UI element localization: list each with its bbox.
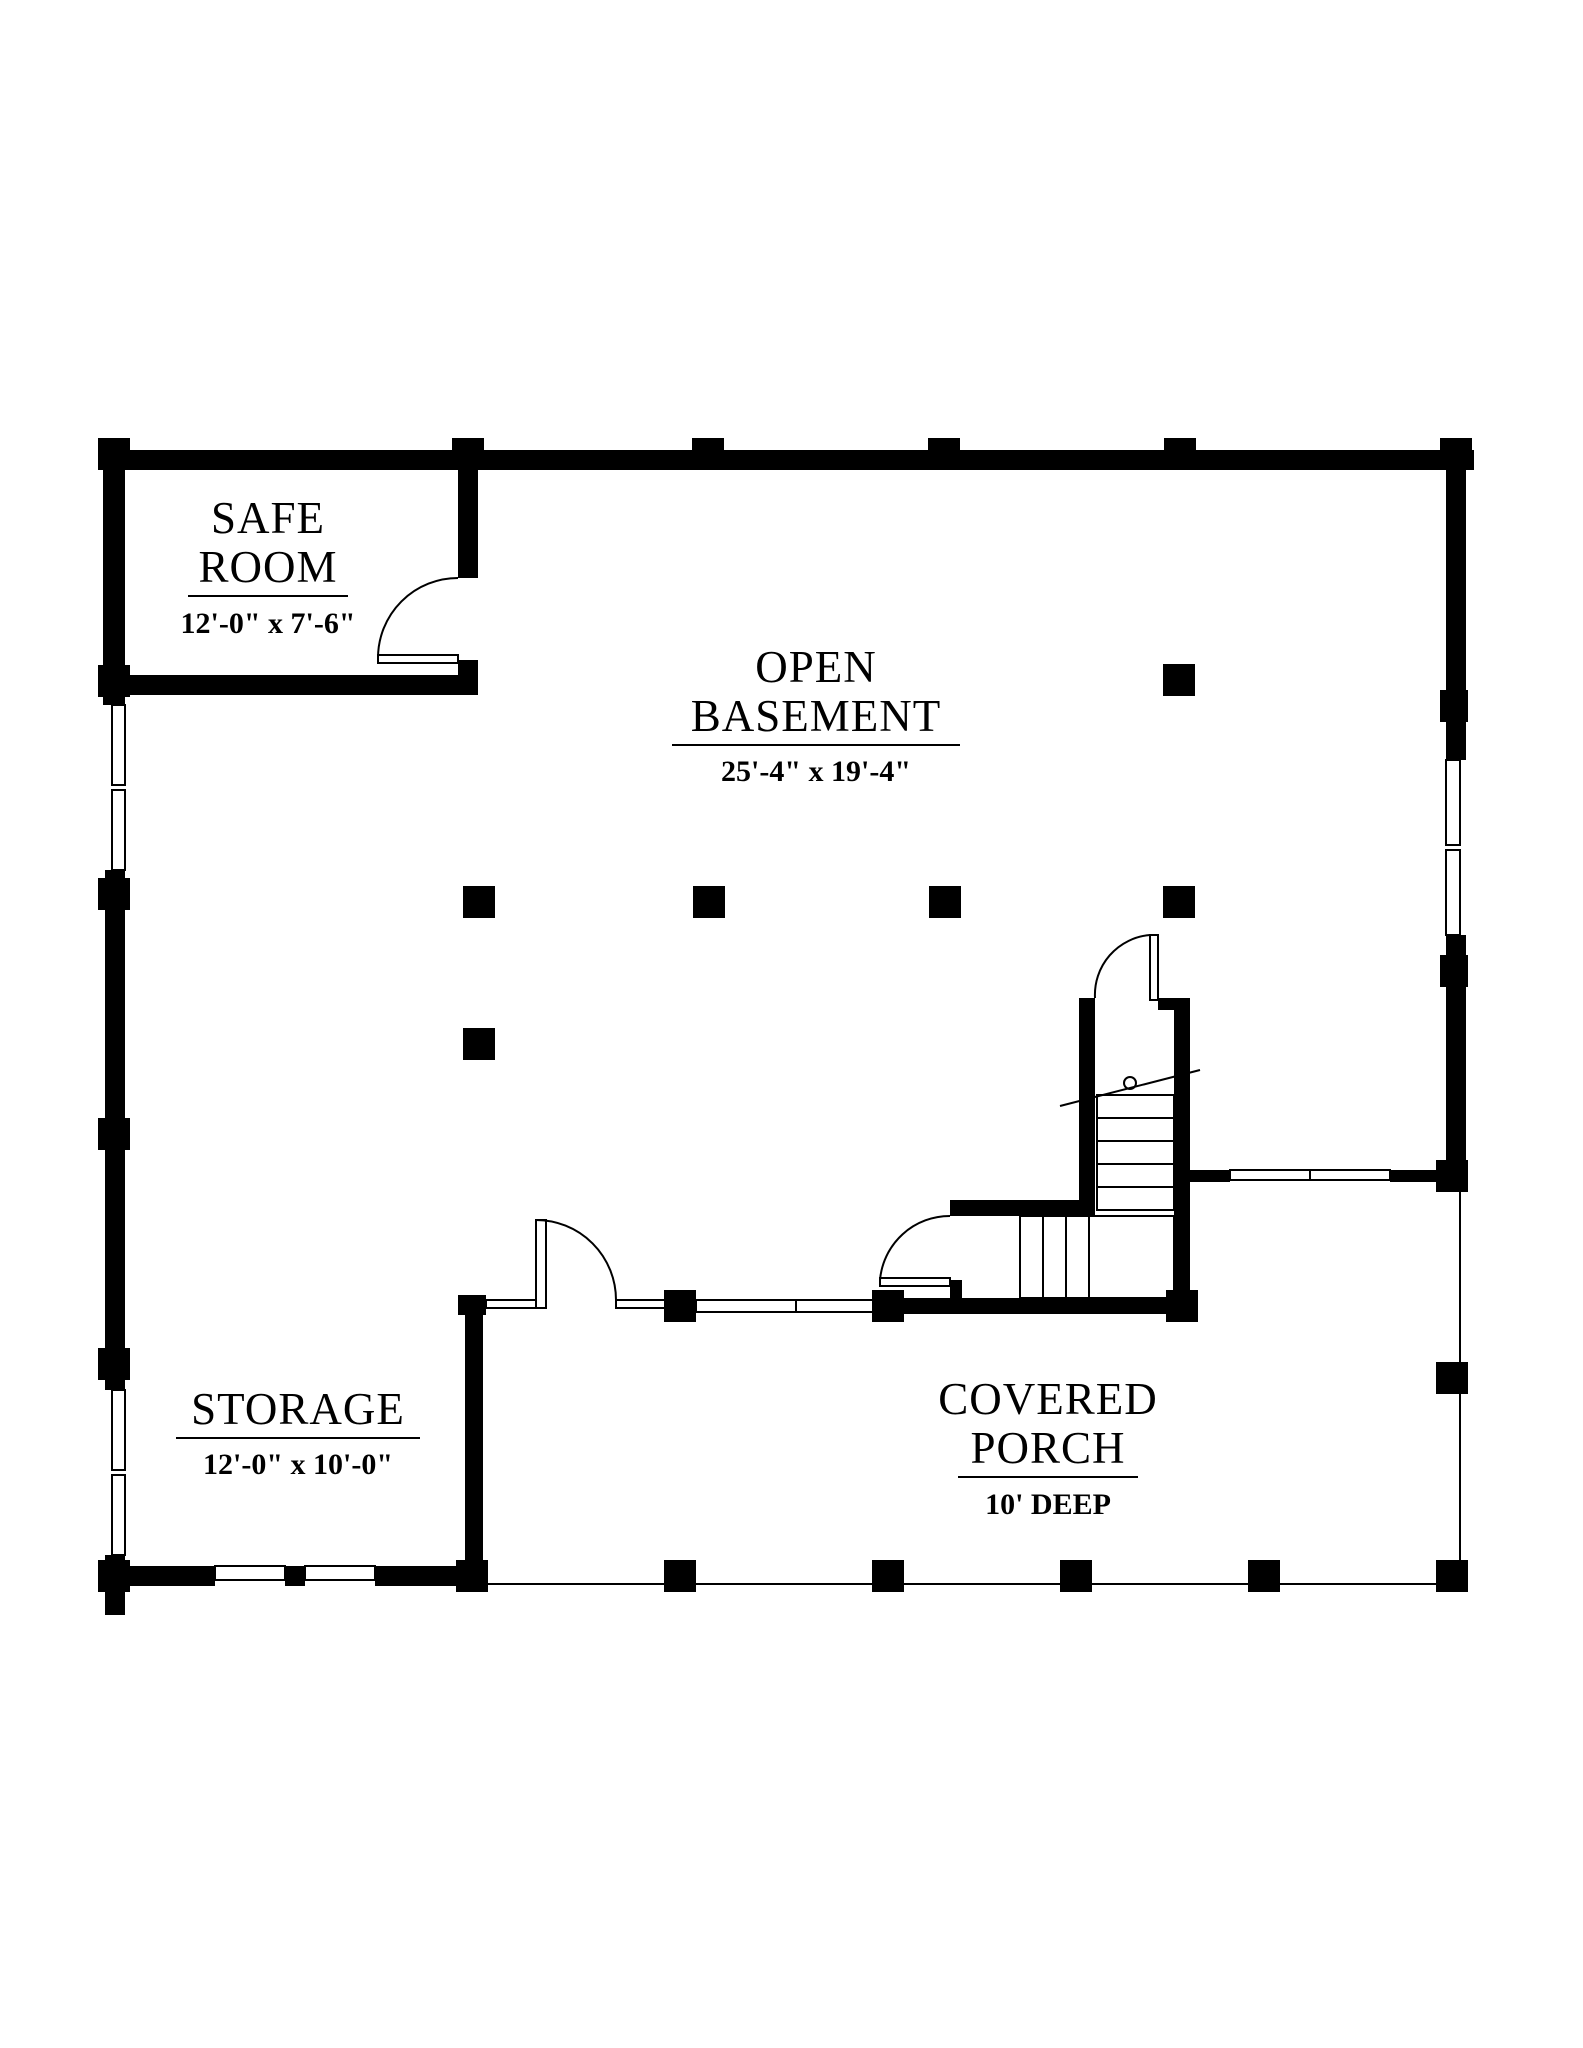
safe-room-walls — [103, 450, 478, 695]
porch-north-wall-left — [1190, 1170, 1230, 1182]
column — [98, 438, 130, 470]
column — [456, 1560, 488, 1592]
south-door-jamb — [535, 1219, 547, 1309]
stair-upper-door-jamb — [1149, 934, 1159, 1001]
porch-window-2 — [1309, 1169, 1391, 1181]
columns — [98, 438, 1472, 1592]
column — [1436, 1560, 1468, 1592]
column — [98, 1118, 130, 1150]
stair-run — [1096, 1094, 1175, 1211]
covered-porch-label: COVERED PORCH 10' DEEP — [938, 1374, 1158, 1521]
column — [1248, 1560, 1280, 1592]
storage-walls — [458, 1295, 486, 1586]
column — [1166, 1290, 1198, 1322]
column — [1436, 1160, 1468, 1192]
stair-upper-door-swing — [1093, 934, 1151, 999]
column — [1440, 438, 1472, 470]
stair-wall-bottom-stub — [950, 1280, 962, 1302]
left-wall-upper — [103, 450, 125, 705]
stair-lower-run — [1019, 1215, 1175, 1299]
south-wall-gap-2 — [615, 1299, 667, 1309]
stair-treads — [1019, 1069, 1201, 1299]
storage-label: STORAGE 12'-0" x 10'-0" — [176, 1384, 420, 1481]
column — [98, 878, 130, 910]
column — [872, 1290, 904, 1322]
bottom-wall-left — [105, 1566, 215, 1586]
stair-wall-mid — [950, 1200, 1095, 1216]
column — [98, 1560, 130, 1592]
safe-room-label: SAFE ROOM 12'-0" x 7'-6" — [181, 493, 356, 640]
stair-wall-right — [1174, 998, 1190, 1298]
stair-lower-door-swing — [879, 1214, 951, 1281]
stair-wall-left-upper — [1079, 998, 1095, 1208]
column — [1436, 1362, 1468, 1394]
storage-dimension: 12'-0" x 10'-0" — [203, 1448, 393, 1481]
left-window-2 — [111, 789, 126, 871]
basement-south-wall — [485, 1219, 1182, 1314]
bottom-window-1 — [214, 1565, 286, 1581]
column — [1440, 955, 1468, 987]
safe-room-door-swing — [377, 577, 459, 659]
open-basement-name-line2: BASEMENT — [691, 691, 942, 741]
top-wall — [100, 450, 1474, 470]
stair-wall-top-right — [1158, 998, 1190, 1010]
south-wall-solid — [882, 1298, 1182, 1314]
bottom-window-2 — [304, 1565, 376, 1581]
open-basement-label: OPEN BASEMENT 25'-4" x 19'-4" — [672, 642, 960, 788]
column — [1440, 690, 1468, 722]
right-window-1 — [1445, 759, 1461, 846]
south-window-1 — [695, 1299, 797, 1313]
column — [463, 886, 495, 918]
storage-name: STORAGE — [191, 1384, 405, 1434]
left-window-1 — [111, 704, 126, 786]
south-wall-gap-1 — [485, 1299, 537, 1309]
column — [1164, 438, 1196, 470]
column — [1163, 664, 1195, 696]
column — [1163, 886, 1195, 918]
column — [693, 886, 725, 918]
porch-window-1 — [1229, 1169, 1311, 1181]
covered-porch-name-line2: PORCH — [970, 1423, 1125, 1473]
column — [692, 438, 724, 470]
column — [928, 438, 960, 470]
column — [98, 665, 130, 697]
porch-north-wall — [1190, 1169, 1466, 1182]
bottom-wall-right — [375, 1566, 475, 1586]
stair-wall-top-left — [1079, 998, 1093, 1010]
column — [463, 1028, 495, 1060]
storage-wall-top-left — [458, 1295, 486, 1315]
safe-room-door-jamb — [377, 654, 459, 664]
left-window-4 — [111, 1474, 126, 1556]
south-door-swing — [535, 1219, 617, 1301]
column — [452, 438, 484, 470]
right-wall-lower — [1446, 935, 1466, 1177]
stair-enclosure — [879, 934, 1201, 1302]
bottom-wall-mid — [285, 1566, 305, 1586]
safe-room-wall-bottom — [103, 675, 478, 695]
column — [872, 1560, 904, 1592]
column — [1060, 1560, 1092, 1592]
column — [929, 886, 961, 918]
storage-wall-right — [465, 1305, 483, 1586]
left-window-3 — [111, 1389, 126, 1471]
covered-porch-name-line1: COVERED — [938, 1374, 1158, 1424]
safe-room-name-line2: ROOM — [198, 542, 337, 592]
safe-room-wall-right-upper — [458, 450, 478, 578]
column — [664, 1290, 696, 1322]
open-basement-name-line1: OPEN — [755, 642, 877, 692]
open-basement-dimension: 25'-4" x 19'-4" — [721, 755, 911, 788]
safe-room-dimension: 12'-0" x 7'-6" — [181, 607, 356, 640]
right-window-2 — [1445, 849, 1461, 936]
column — [98, 1348, 130, 1380]
stair-arrow-marker — [1123, 1076, 1137, 1090]
covered-porch-dimension: 10' DEEP — [985, 1488, 1111, 1521]
south-window-2 — [795, 1299, 883, 1313]
safe-room-name-line1: SAFE — [211, 493, 325, 543]
stair-lower-door-jamb — [879, 1277, 951, 1287]
right-wall-upper — [1446, 450, 1466, 760]
column — [664, 1560, 696, 1592]
